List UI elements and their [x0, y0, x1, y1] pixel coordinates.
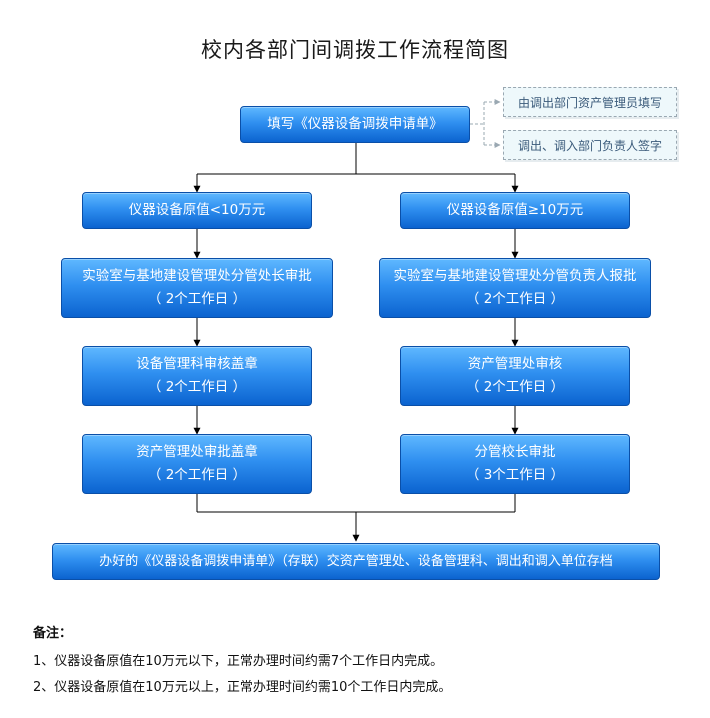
step-box-left-1: 实验室与基地建设管理处分管处长审批 （ 2个工作日 ）	[61, 258, 333, 318]
note-label: 由调出部门资产管理员填写	[517, 95, 662, 110]
condition-box-below-100k: 仪器设备原值<10万元	[82, 192, 312, 229]
step-duration: （ 2个工作日 ）	[147, 379, 247, 395]
condition-label: 仪器设备原值≥10万元	[446, 202, 584, 218]
condition-box-above-100k: 仪器设备原值≥10万元	[400, 192, 630, 229]
step-duration: （ 2个工作日 ）	[147, 467, 247, 483]
step-title: 实验室与基地建设管理处分管负责人报批	[393, 268, 637, 284]
note-signature: 调出、调入部门负责人签字	[503, 130, 677, 160]
end-box: 办好的《仪器设备调拨申请单》（存联）交资产管理处、设备管理科、调出和调入单位存档	[52, 543, 660, 580]
step-duration: （ 2个工作日 ）	[465, 291, 565, 307]
remarks-section: 备注： 1、仪器设备原值在10万元以下，正常办理时间约需7个工作日内完成。 2、…	[33, 622, 451, 701]
start-label: 填写《仪器设备调拨申请单》	[267, 116, 443, 132]
step-title: 设备管理科审核盖章	[136, 356, 258, 372]
remarks-heading: 备注：	[33, 626, 73, 641]
step-title: 实验室与基地建设管理处分管处长审批	[82, 268, 312, 284]
condition-label: 仪器设备原值<10万元	[128, 202, 266, 218]
page-title: 校内各部门间调拨工作流程简图	[201, 38, 509, 62]
step-box-right-1: 实验室与基地建设管理处分管负责人报批 （ 2个工作日 ）	[379, 258, 651, 318]
start-box: 填写《仪器设备调拨申请单》	[240, 106, 470, 143]
step-title: 资产管理处审核	[467, 356, 563, 372]
note-fill-by: 由调出部门资产管理员填写	[503, 87, 677, 117]
step-title: 资产管理处审批盖章	[136, 444, 258, 460]
step-duration: （ 2个工作日 ）	[465, 379, 565, 395]
remark-item: 1、仪器设备原值在10万元以下，正常办理时间约需7个工作日内完成。	[33, 654, 444, 669]
step-box-right-3: 分管校长审批 （ 3个工作日 ）	[400, 434, 630, 494]
step-box-left-3: 资产管理处审批盖章 （ 2个工作日 ）	[82, 434, 312, 494]
step-title: 分管校长审批	[474, 444, 556, 460]
step-box-right-2: 资产管理处审核 （ 2个工作日 ）	[400, 346, 630, 406]
note-label: 调出、调入部门负责人签字	[517, 138, 662, 153]
step-box-left-2: 设备管理科审核盖章 （ 2个工作日 ）	[82, 346, 312, 406]
remark-item: 2、仪器设备原值在10万元以上，正常办理时间约需10个工作日内完成。	[33, 680, 452, 695]
step-duration: （ 3个工作日 ）	[465, 467, 565, 483]
end-label: 办好的《仪器设备调拨申请单》（存联）交资产管理处、设备管理科、调出和调入单位存档	[99, 554, 613, 569]
step-duration: （ 2个工作日 ）	[147, 291, 247, 307]
